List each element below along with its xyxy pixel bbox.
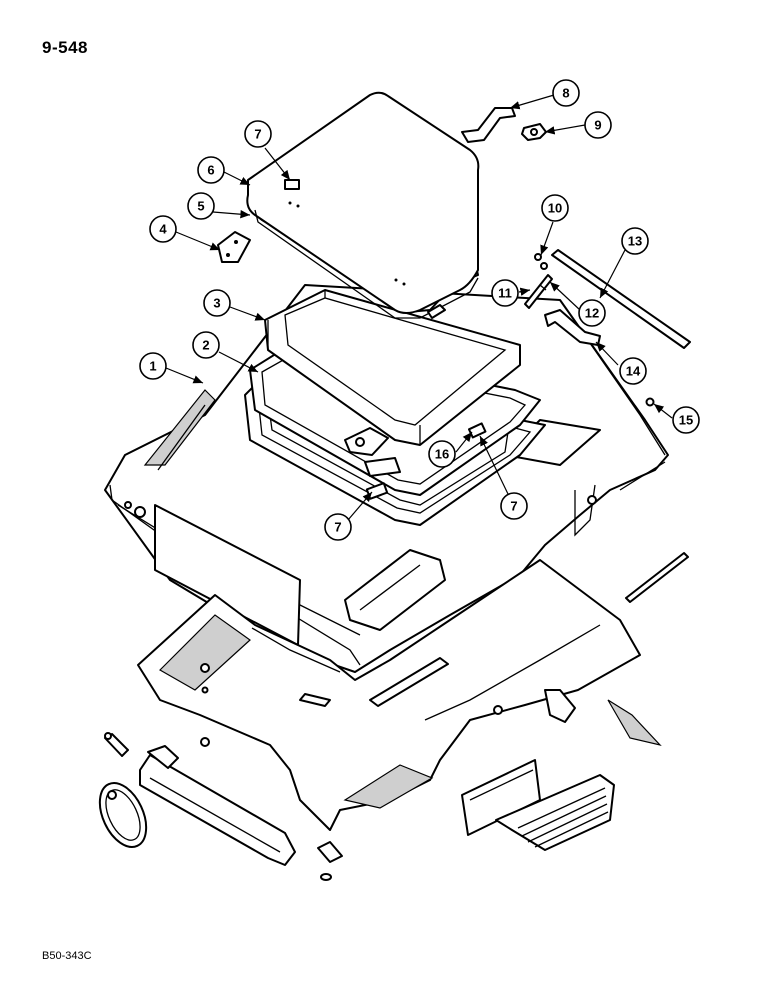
svg-text:13: 13	[628, 234, 642, 249]
callout-2: 2	[192, 331, 220, 359]
svg-text:7: 7	[510, 499, 517, 514]
svg-text:7: 7	[254, 127, 261, 142]
svg-text:6: 6	[207, 163, 214, 178]
hinge-bracket	[217, 231, 251, 263]
callout-3: 3	[203, 289, 231, 317]
callout-7-top: 7	[244, 120, 272, 148]
svg-text:5: 5	[197, 199, 204, 214]
callout-11: 11	[491, 279, 519, 307]
callout-16: 16	[428, 440, 456, 468]
headliner-panel	[137, 559, 641, 831]
callout-6: 6	[197, 156, 225, 184]
mirror-bracket	[104, 732, 129, 757]
svg-text:15: 15	[679, 413, 693, 428]
callout-12: 12	[578, 299, 606, 327]
svg-text:4: 4	[159, 222, 167, 237]
latch-fitting	[521, 123, 547, 141]
callout-13: 13	[621, 227, 649, 255]
callout-5: 5	[187, 192, 215, 220]
figure-reference-code: B50-343C	[42, 950, 92, 962]
washer	[320, 873, 332, 881]
svg-text:10: 10	[548, 201, 562, 216]
callout-14: 14	[619, 357, 647, 385]
roof-hatch-lid	[246, 91, 480, 319]
trim-strip	[551, 249, 691, 349]
loose-strip	[625, 552, 689, 603]
hatch-frame-liner	[264, 289, 521, 446]
visor-clip	[200, 737, 210, 747]
callout-10: 10	[541, 194, 569, 222]
callout-7-right: 7	[500, 492, 528, 520]
vent-grille	[607, 699, 662, 747]
sun-visor	[139, 745, 296, 866]
svg-text:2: 2	[202, 338, 209, 353]
svg-text:12: 12	[585, 306, 599, 321]
svg-text:14: 14	[626, 364, 641, 379]
svg-text:9: 9	[594, 118, 601, 133]
svg-text:7: 7	[334, 520, 341, 535]
callout-7-bottom: 7	[324, 513, 352, 541]
svg-text:1: 1	[149, 359, 156, 374]
grab-handle-top	[461, 107, 516, 143]
retaining-clip	[645, 397, 655, 407]
svg-text:8: 8	[562, 86, 569, 101]
gas-strut	[524, 253, 553, 309]
interior-mirror	[98, 782, 148, 848]
page-number: 9-548	[42, 38, 88, 57]
callout-9: 9	[584, 111, 612, 139]
callout-4: 4	[149, 215, 177, 243]
svg-text:16: 16	[435, 447, 449, 462]
visor-hook	[317, 841, 343, 863]
callout-1: 1	[139, 352, 167, 380]
callout-15: 15	[672, 406, 700, 434]
svg-text:11: 11	[498, 286, 512, 301]
svg-text:3: 3	[213, 296, 220, 311]
vent-housing	[495, 774, 615, 851]
leader-lines	[165, 94, 673, 521]
callout-8: 8	[552, 79, 580, 107]
